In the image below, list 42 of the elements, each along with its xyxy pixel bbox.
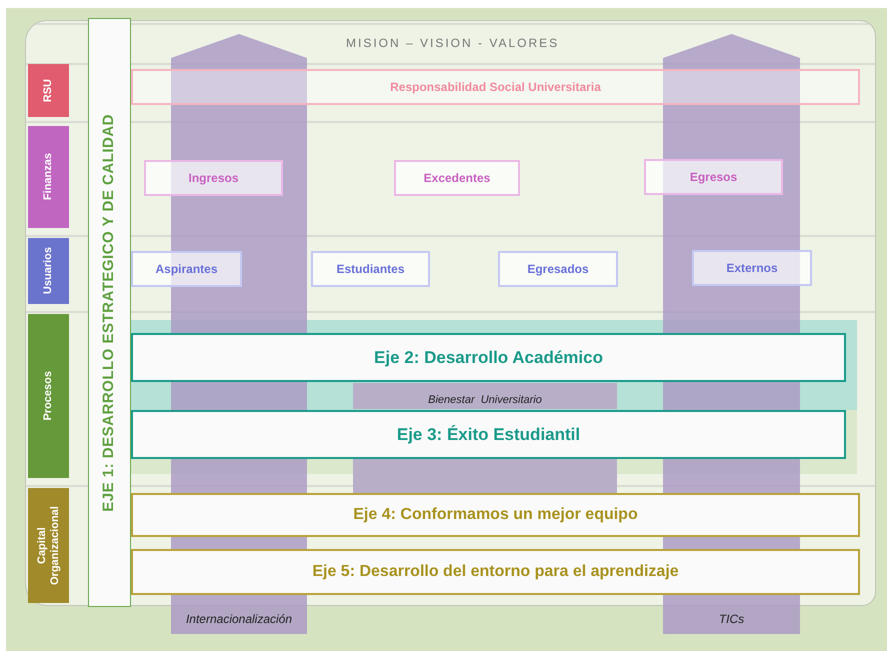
- text-box: [394, 160, 520, 196]
- text-box: [644, 159, 783, 195]
- node-text: Eje 5: Desarrollo del entorno para el aprendizaje: [312, 562, 679, 582]
- row-label-tab: [28, 314, 69, 478]
- axis-box: [131, 410, 846, 459]
- node-text: Ingresos: [188, 170, 238, 187]
- node-text: Finanzas: [42, 153, 55, 201]
- node-text: Externos: [726, 260, 778, 277]
- text-box: [311, 251, 430, 287]
- axis-box: [131, 549, 860, 595]
- vertical-axis-box: [88, 18, 131, 607]
- node-text: Egresados: [527, 261, 589, 278]
- header-text: MISION – VISION - VALORES: [346, 35, 560, 52]
- axis-box: [131, 333, 846, 382]
- node-text: Aspirantes: [155, 261, 218, 278]
- axis-box: [131, 493, 860, 537]
- node-text: Eje 2: Desarrollo Académico: [374, 346, 603, 369]
- node-text: RSU: [42, 78, 55, 102]
- node-text: Estudiantes: [336, 261, 404, 278]
- text-box: [498, 251, 618, 287]
- text-box: [131, 69, 860, 105]
- node-text: Eje 4: Conformamos un mejor equipo: [353, 505, 638, 525]
- node-text: Excedentes: [424, 170, 490, 187]
- node-text: Internacionalización: [186, 611, 292, 628]
- row-label-tab: [28, 126, 69, 228]
- row-label-tab: [28, 488, 69, 603]
- band-extension: [353, 459, 617, 493]
- text-box: [131, 251, 242, 287]
- node-text: Responsabilidad Social Universitaria: [390, 79, 601, 96]
- node-text: Capital Organizacional: [36, 505, 62, 587]
- node-text: TICs: [718, 611, 744, 628]
- node-text: Procesos: [42, 371, 55, 421]
- node-text: EJE 1: DESARROLLO ESTRATEGICO Y DE CALIDAD: [99, 114, 118, 512]
- text-box: [144, 160, 283, 196]
- node-text: Usuarios: [42, 247, 55, 295]
- band: [353, 383, 617, 409]
- node-text: Egresos: [690, 169, 738, 186]
- node-text: Bienestar Universitario: [428, 392, 542, 408]
- node-text: Eje 3: Éxito Estudiantil: [396, 424, 580, 446]
- row-label-tab: [28, 64, 69, 117]
- row-label-tab: [28, 238, 69, 304]
- text-box: [692, 250, 812, 286]
